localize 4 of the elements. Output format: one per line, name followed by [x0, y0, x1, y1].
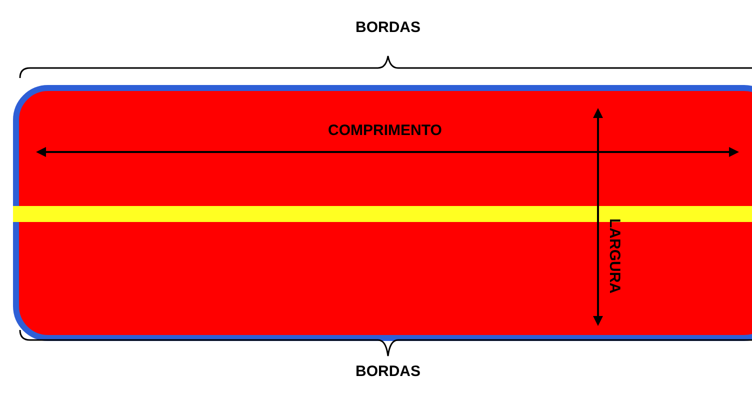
dimension-label: COMPRIMENTO: [328, 122, 442, 140]
section-label: BORDAS: [356, 19, 420, 37]
section-label: BORDAS: [356, 363, 420, 381]
dimension-label: LARGURA: [605, 218, 623, 294]
